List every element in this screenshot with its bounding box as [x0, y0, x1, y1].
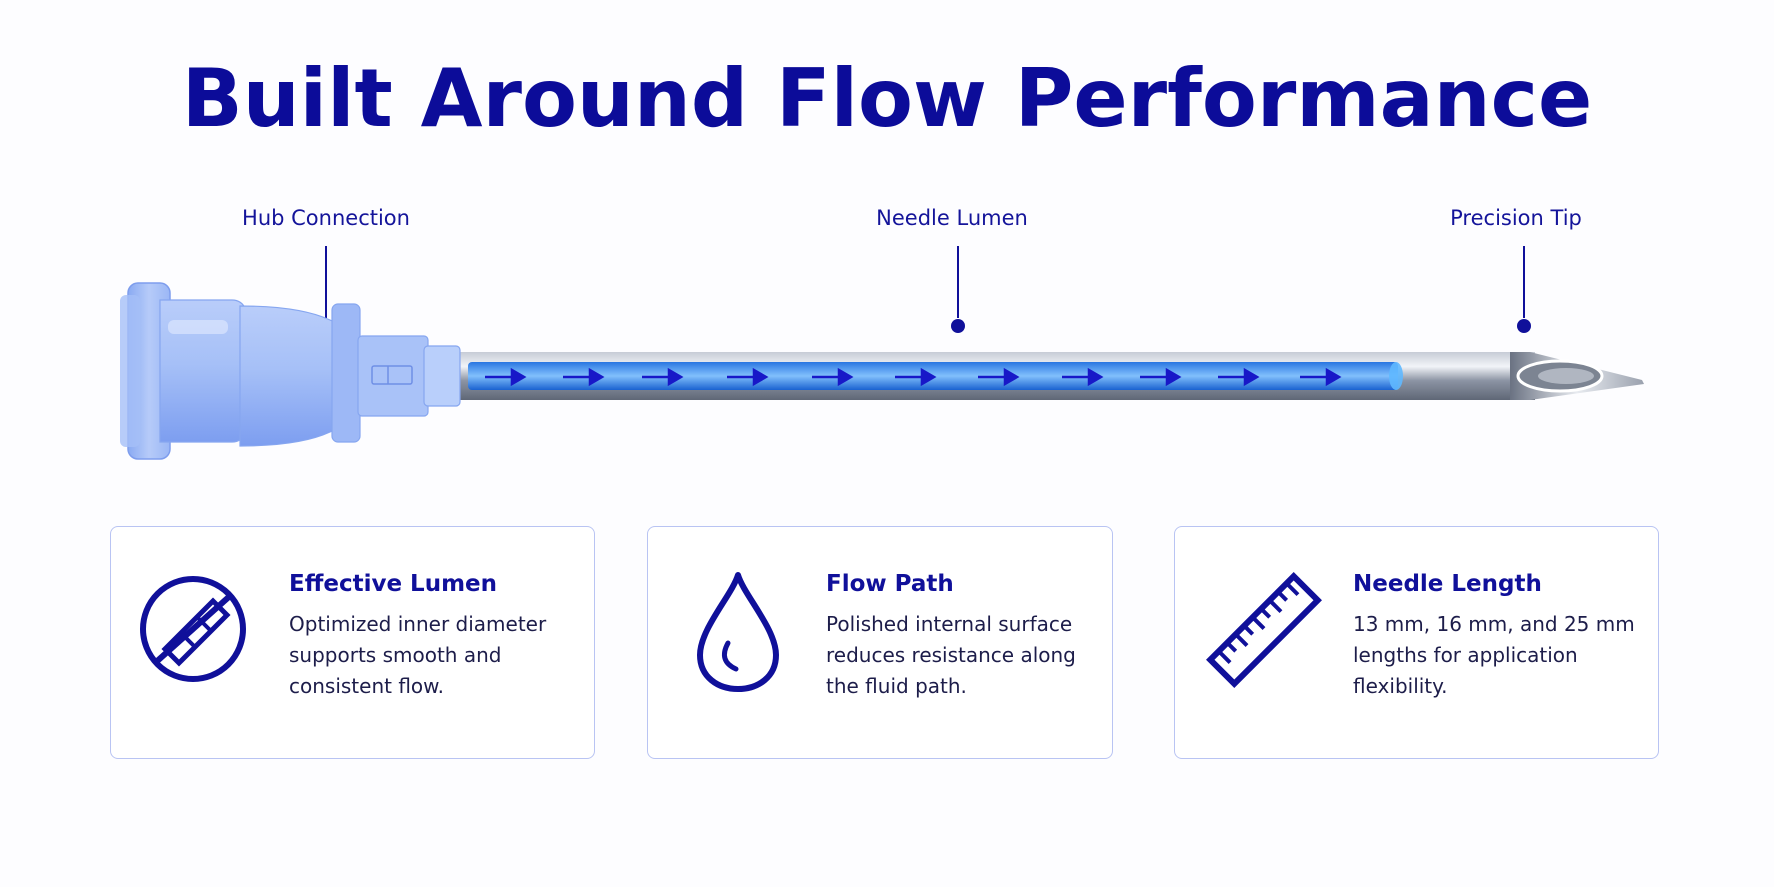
card-body: 13 mm, 16 mm, and 25 mm lengths for appl… — [1353, 612, 1635, 698]
feature-card-needle-length: Needle Length 13 mm, 16 mm, and 25 mm le… — [1174, 526, 1659, 759]
page-title: Built Around Flow Performance — [181, 52, 1593, 145]
callout-label-tip: Precision Tip — [1450, 206, 1582, 230]
card-body: Polished internal surface reduces resist… — [826, 612, 1076, 698]
callout-label-hub: Hub Connection — [242, 206, 410, 230]
no-obstruction-icon — [140, 576, 246, 682]
flow-arrows — [485, 367, 1342, 387]
callout-label-lumen: Needle Lumen — [876, 206, 1028, 230]
callout-tip — [1517, 246, 1531, 333]
feature-card-flow-path: Flow Path Polished internal surface redu… — [647, 526, 1113, 759]
needle-cannula — [455, 352, 1644, 400]
card-heading: Effective Lumen — [289, 571, 498, 597]
feature-card-effective-lumen: Effective Lumen Optimized inner diameter… — [110, 526, 595, 759]
card-heading: Needle Length — [1353, 571, 1542, 597]
needle-diagram — [120, 246, 1644, 460]
droplet-icon — [697, 572, 779, 692]
callout-lumen — [951, 246, 965, 333]
card-body: Optimized inner diameter supports smooth… — [289, 612, 547, 698]
ruler-icon — [1206, 572, 1322, 688]
needle-hub — [120, 282, 461, 460]
card-heading: Flow Path — [826, 571, 954, 597]
